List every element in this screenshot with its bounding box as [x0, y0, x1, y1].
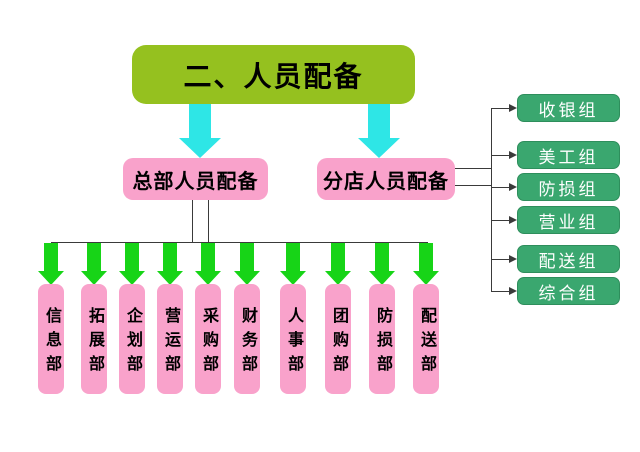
right-arrowhead-6	[509, 287, 517, 295]
cyan-down-arrow-left	[179, 104, 221, 158]
right-arrowhead-1	[509, 104, 517, 112]
headquarters-box: 总部人员配备	[123, 158, 268, 200]
green-down-arrow-1	[38, 243, 64, 285]
dept-label: 人事部	[285, 307, 302, 379]
green-down-arrow-6	[234, 243, 260, 285]
connector-departments-bus	[51, 242, 428, 243]
green-down-arrow-5-head	[195, 271, 221, 285]
connector-group-line-1	[491, 108, 510, 109]
connector-branch-out-2	[455, 185, 491, 186]
dept-box-10: 配送部	[413, 284, 439, 394]
green-down-arrow-4-head	[157, 271, 183, 285]
connector-group-line-5	[491, 259, 510, 260]
green-down-arrow-1-head	[38, 271, 64, 285]
green-down-arrow-5	[195, 243, 221, 285]
branch-box: 分店人员配备	[317, 158, 455, 200]
green-down-arrow-10-head	[413, 271, 439, 285]
connector-group-line-3	[491, 187, 510, 188]
dept-box-7: 人事部	[280, 284, 306, 394]
green-down-arrow-1-shaft	[44, 243, 58, 272]
dept-label: 企划部	[124, 307, 141, 379]
green-down-arrow-2	[81, 243, 107, 285]
connector-group-line-6	[491, 291, 510, 292]
green-down-arrow-9	[369, 243, 395, 285]
cyan-down-arrow-right-shaft	[368, 104, 390, 139]
title-label: 二、人员配备	[183, 61, 364, 93]
dept-box-6: 财务部	[234, 284, 260, 394]
cyan-down-arrow-left-shaft	[189, 104, 211, 139]
connector-group-line-4	[491, 220, 510, 221]
dept-label: 营运部	[162, 307, 179, 379]
title-box: 二、人员配备	[132, 45, 415, 104]
green-down-arrow-8	[325, 243, 351, 285]
dept-box-2: 拓展部	[81, 284, 107, 394]
green-down-arrow-2-head	[81, 271, 107, 285]
dept-box-8: 团购部	[325, 284, 351, 394]
green-down-arrow-4	[157, 243, 183, 285]
green-down-arrow-10	[413, 243, 439, 285]
dept-label: 防损部	[374, 307, 391, 379]
right-arrowhead-4	[509, 216, 517, 224]
group-box-6: 综合组	[517, 277, 620, 305]
group-box-2: 美工组	[517, 141, 620, 169]
group-box-3: 防损组	[517, 173, 620, 201]
branch-label: 分店人员配备	[323, 170, 449, 193]
connector-hq-drop-line-2	[208, 200, 209, 243]
green-down-arrow-3-head	[119, 271, 145, 285]
green-down-arrow-3	[119, 243, 145, 285]
green-down-arrow-7	[280, 243, 306, 285]
right-arrowhead-5	[509, 255, 517, 263]
group-label: 美工组	[538, 147, 599, 167]
dept-box-4: 营运部	[157, 284, 183, 394]
group-label: 收银组	[538, 100, 599, 120]
dept-box-3: 企划部	[119, 284, 145, 394]
green-down-arrow-8-head	[325, 271, 351, 285]
dept-label: 财务部	[239, 307, 256, 379]
cyan-down-arrow-left-head	[179, 138, 221, 158]
dept-label: 信息部	[43, 307, 60, 379]
group-box-1: 收银组	[517, 94, 620, 122]
green-down-arrow-7-head	[280, 271, 306, 285]
group-label: 综合组	[538, 283, 599, 303]
green-down-arrow-9-head	[369, 271, 395, 285]
green-down-arrow-2-shaft	[87, 243, 101, 272]
connector-group-line-2	[491, 155, 510, 156]
green-down-arrow-6-head	[234, 271, 260, 285]
dept-label: 团购部	[330, 307, 347, 379]
green-down-arrow-5-shaft	[201, 243, 215, 272]
dept-box-9: 防损部	[369, 284, 395, 394]
cyan-down-arrow-right	[358, 104, 400, 158]
dept-label: 配送部	[418, 307, 435, 379]
connector-branch-out-1	[455, 168, 491, 169]
green-down-arrow-10-shaft	[419, 243, 433, 272]
group-label: 配送组	[538, 251, 599, 271]
dept-label: 拓展部	[86, 307, 103, 379]
group-label: 营业组	[538, 212, 599, 232]
group-box-5: 配送组	[517, 245, 620, 273]
green-down-arrow-3-shaft	[125, 243, 139, 272]
right-arrowhead-3	[509, 183, 517, 191]
green-down-arrow-8-shaft	[331, 243, 345, 272]
green-down-arrow-6-shaft	[240, 243, 254, 272]
dept-label: 采购部	[200, 307, 217, 379]
green-down-arrow-7-shaft	[286, 243, 300, 272]
group-label: 防损组	[538, 179, 599, 199]
green-down-arrow-4-shaft	[163, 243, 177, 272]
dept-box-1: 信息部	[38, 284, 64, 394]
green-down-arrow-9-shaft	[375, 243, 389, 272]
headquarters-label: 总部人员配备	[132, 170, 259, 193]
connector-hq-drop-line-1	[192, 200, 193, 243]
connector-groups-spine	[491, 108, 492, 292]
cyan-down-arrow-right-head	[358, 138, 400, 158]
group-box-4: 营业组	[517, 206, 620, 234]
dept-box-5: 采购部	[195, 284, 221, 394]
right-arrowhead-2	[509, 151, 517, 159]
